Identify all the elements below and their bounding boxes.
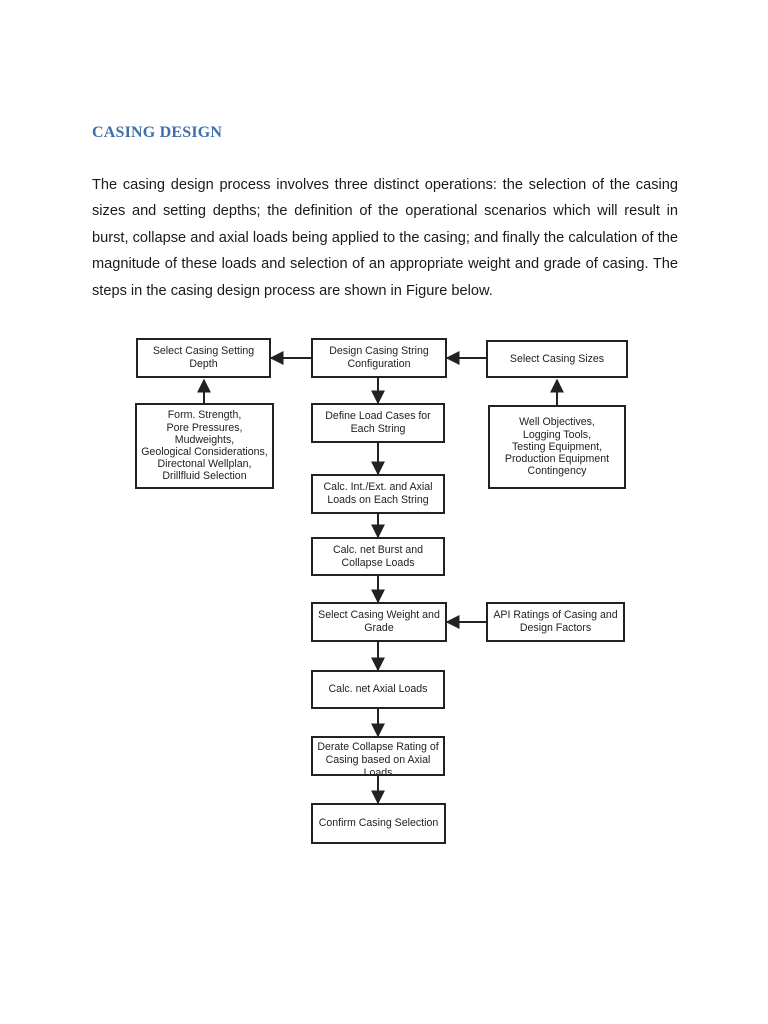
box-calc-net-axial-loads: Calc. net Axial Loads xyxy=(311,670,445,709)
box-select-casing-setting-depth: Select Casing Setting Depth xyxy=(136,338,271,378)
box-calc-int-ext-axial-loads: Calc. Int./Ext. and Axial Loads on Each … xyxy=(311,474,445,514)
box-define-load-cases: Define Load Cases for Each String xyxy=(311,403,445,443)
box-calc-net-burst-collapse: Calc. net Burst and Collapse Loads xyxy=(311,537,445,576)
box-confirm-casing-selection: Confirm Casing Selection xyxy=(311,803,446,844)
box-design-casing-string-configuration: Design Casing String Configuration xyxy=(311,338,447,378)
section-heading: CASING DESIGN xyxy=(92,124,223,141)
box-select-casing-sizes: Select Casing Sizes xyxy=(486,340,628,378)
box-select-casing-weight-grade: Select Casing Weight and Grade xyxy=(311,602,447,642)
box-casing-size-inputs: Well Objectives, Logging Tools, Testing … xyxy=(488,405,626,489)
box-derate-collapse-rating: Derate Collapse Rating of Casing based o… xyxy=(311,736,445,779)
body-paragraph: The casing design process involves three… xyxy=(92,177,678,299)
box-api-ratings-design-factors: API Ratings of Casing and Design Factors xyxy=(486,602,625,642)
box-setting-depth-inputs: Form. Strength, Pore Pressures, Mudweigh… xyxy=(135,403,274,489)
